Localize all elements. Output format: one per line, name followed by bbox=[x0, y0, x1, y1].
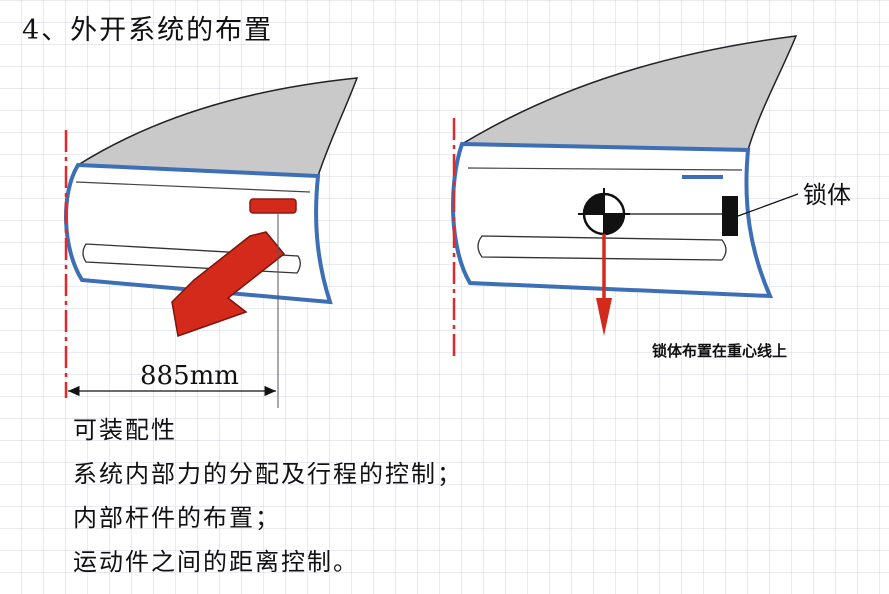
left-door-crease-line bbox=[75, 181, 311, 193]
right-window-glass bbox=[459, 35, 798, 151]
bullet-list: 可装配性 系统内部力的分配及行程的控制； 内部杆件的布置； 运动件之间的距离控制… bbox=[73, 408, 463, 584]
center-of-gravity-icon bbox=[578, 188, 630, 240]
bullet-force-distribution: 系统内部力的分配及行程的控制； bbox=[73, 460, 463, 488]
lock-label: 锁体 bbox=[803, 181, 851, 209]
pull-force-arrow bbox=[171, 231, 286, 338]
bullet-clearance-control: 运动件之间的距离控制。 bbox=[73, 548, 359, 576]
left-door-figure: 885mm bbox=[64, 77, 359, 408]
lock-leader-line bbox=[737, 193, 799, 217]
gravity-down-arrowhead bbox=[596, 298, 612, 336]
slide-title: 4、外开系统的布置 bbox=[22, 15, 274, 46]
right-door-crease-line bbox=[467, 167, 743, 171]
bullet-assemblability: 可装配性 bbox=[73, 416, 177, 444]
dimension-label: 885mm bbox=[140, 361, 239, 391]
bullet-linkage-layout: 内部杆件的布置； bbox=[73, 504, 281, 532]
left-window-glass bbox=[75, 77, 359, 177]
right-door-figure: 锁体 锁体布置在重心线上 bbox=[451, 35, 851, 360]
lock-body bbox=[722, 196, 738, 236]
left-door-handle bbox=[249, 198, 297, 214]
lock-caption: 锁体布置在重心线上 bbox=[652, 342, 787, 360]
right-door-trim-strip bbox=[477, 235, 727, 261]
